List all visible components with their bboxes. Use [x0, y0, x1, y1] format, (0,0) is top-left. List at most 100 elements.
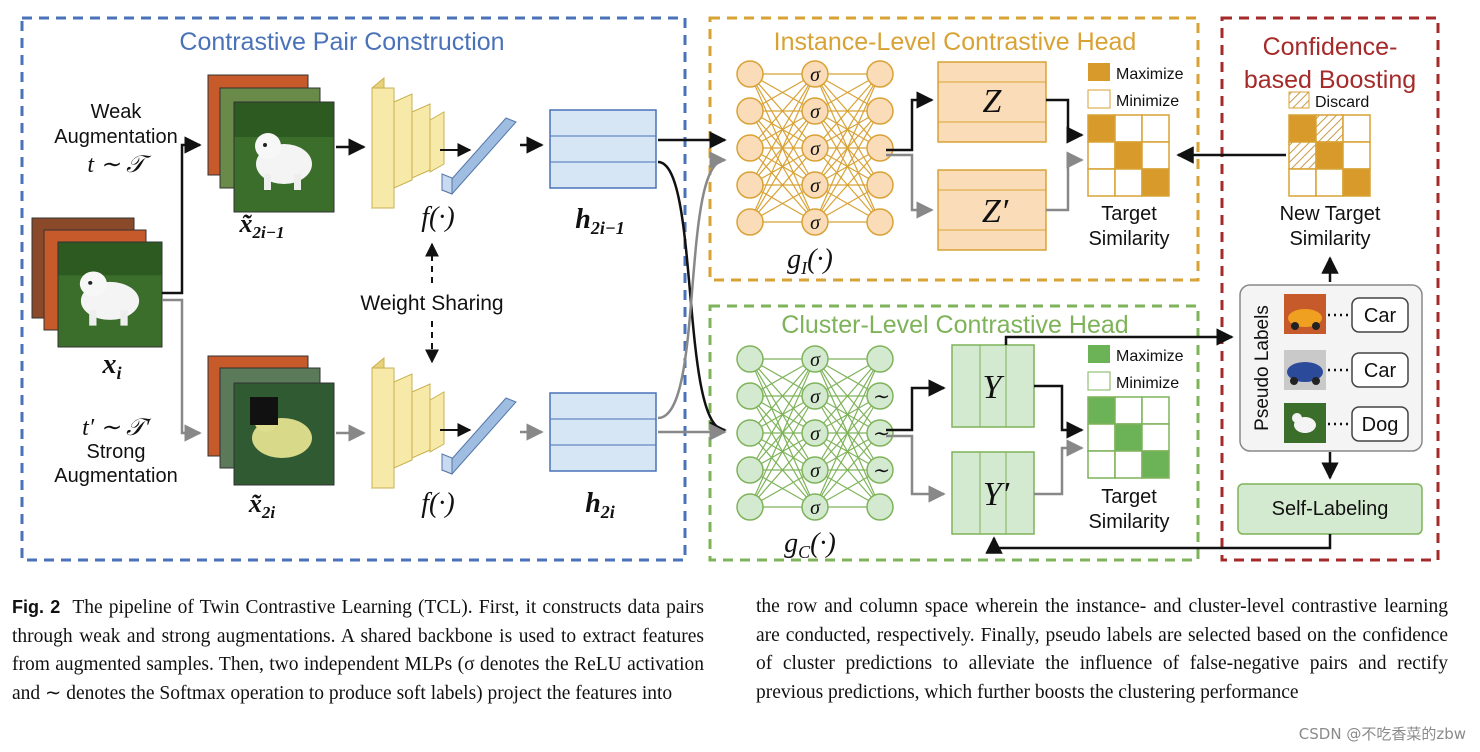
weak-aug-line2: Augmentation	[54, 126, 177, 148]
boosting-title-line1: Confidence-	[1263, 33, 1398, 61]
mlp-neuron-symbol: σ	[810, 423, 821, 445]
mlp-neuron	[801, 345, 829, 373]
mlp-neuron-symbol: σ	[810, 497, 821, 519]
similarity-cell	[1114, 114, 1143, 143]
zp-matrix	[937, 169, 1047, 251]
mlp-neuron	[736, 97, 764, 125]
weight-sharing-label: Weight Sharing	[360, 292, 503, 315]
mlp-neuron	[736, 382, 764, 410]
similarity-cell	[1315, 141, 1344, 170]
mlp-neuron	[736, 345, 764, 373]
caption-left: Fig. 2 The pipeline of Twin Contrastive …	[12, 593, 704, 708]
similarity-cell	[1114, 423, 1143, 452]
maximize-label-instance: Maximize	[1116, 66, 1184, 83]
z-matrix	[937, 61, 1047, 143]
similarity-cell	[1315, 168, 1344, 197]
f-top-label: f(·)	[421, 202, 454, 233]
mlp-neuron-symbol: σ	[810, 386, 821, 408]
feature-bar-top	[441, 117, 517, 195]
mlp-neuron	[866, 208, 894, 236]
f-bottom-label: f(·)	[421, 488, 454, 519]
mlp-neuron	[866, 134, 894, 162]
pseudo-label-box-3	[1351, 406, 1409, 442]
discard-label: Discard	[1315, 94, 1369, 111]
mlp-neuron	[801, 493, 829, 521]
mlp-neuron-symbol: σ	[810, 138, 821, 160]
cluster-target-line2: Similarity	[1088, 511, 1169, 533]
pseudo-label-3: Dog	[1362, 414, 1399, 436]
mlp-neuron	[736, 493, 764, 521]
caption-right-text: the row and column space wherein the ins…	[756, 596, 1448, 703]
maximize-swatch-orange	[1088, 63, 1110, 81]
mlp-neuron	[801, 171, 829, 199]
similarity-cell	[1087, 114, 1116, 143]
y-label: Y	[983, 369, 1005, 406]
mlp-neuron	[801, 97, 829, 125]
pseudo-label-box-2	[1351, 352, 1409, 388]
feature-box-bottom	[549, 392, 657, 472]
mlp-neuron	[801, 456, 829, 484]
mlp-neuron	[866, 97, 894, 125]
x2i-1-label: x̃2i−1	[238, 209, 284, 242]
similarity-cell	[1087, 423, 1116, 452]
mlp-neuron	[736, 208, 764, 236]
watermark: CSDN @不吃香菜的zbw	[1298, 725, 1466, 743]
car-thumbnail-2	[1284, 350, 1326, 390]
mlp-neuron	[866, 345, 894, 373]
caption-fig-label: Fig. 2	[12, 597, 61, 617]
similarity-cell	[1087, 396, 1116, 425]
h2i-1-label: h2i−1	[575, 204, 625, 238]
new-target-line1: New Target	[1280, 203, 1381, 225]
input-image-stack	[31, 217, 163, 348]
caption-right: the row and column space wherein the ins…	[756, 593, 1448, 707]
similarity-cell	[1315, 114, 1344, 143]
mlp-neuron	[801, 419, 829, 447]
strong-aug-line1: Strong	[87, 441, 146, 463]
mlp-neuron	[866, 171, 894, 199]
mlp-neuron	[736, 171, 764, 199]
strong-aug-line2: Augmentation	[54, 465, 177, 487]
tcl-pipeline-diagram: Contrastive Pair Construction Instance-L…	[20, 16, 1440, 562]
xi-label: xi	[101, 349, 121, 383]
y-matrix	[951, 344, 1035, 428]
mlp-neuron	[736, 419, 764, 447]
feature-box-top	[549, 109, 657, 189]
car-thumbnail-1	[1284, 294, 1326, 334]
strong-aug-formula: t′ ∼ 𝒯′	[82, 415, 152, 441]
mlp-neuron	[866, 456, 894, 484]
pair-construction-title: Contrastive Pair Construction	[179, 28, 504, 56]
h2i-label: h2i	[585, 488, 615, 522]
backbone-top	[371, 76, 445, 210]
similarity-cell	[1141, 450, 1170, 479]
instance-head-title: Instance-Level Contrastive Head	[774, 28, 1137, 56]
mlp-neuron	[866, 382, 894, 410]
x2i-label: x̃2i	[248, 489, 276, 522]
boosting-title-line2: based Boosting	[1244, 66, 1416, 94]
instance-head-section	[708, 16, 1200, 282]
discard-swatch	[1288, 91, 1310, 109]
cluster-head-title: Cluster-Level Contrastive Head	[781, 311, 1128, 339]
similarity-cell	[1114, 450, 1143, 479]
similarity-cell	[1342, 168, 1371, 197]
weak-aug-line1: Weak	[91, 101, 143, 123]
similarity-cell	[1342, 114, 1371, 143]
instance-target-similarity-grid	[1087, 114, 1170, 197]
yp-matrix	[951, 451, 1035, 535]
similarity-cell	[1087, 141, 1116, 170]
dog-thumbnail	[1284, 403, 1326, 443]
zp-label: Z′	[982, 193, 1009, 230]
mlp-neuron-symbol: ∼	[872, 423, 889, 445]
pseudo-label-2: Car	[1364, 360, 1397, 382]
minimize-label-cluster: Minimize	[1116, 375, 1179, 392]
similarity-cell	[1114, 168, 1143, 197]
mlp-neuron-symbol: ∼	[872, 386, 889, 408]
similarity-cell	[1141, 423, 1170, 452]
yp-label: Y′	[983, 476, 1010, 513]
mlp-neuron	[801, 134, 829, 162]
similarity-cell	[1114, 396, 1143, 425]
similarity-cell	[1342, 141, 1371, 170]
self-labeling-label: Self-Labeling	[1272, 498, 1389, 520]
backbone-bottom	[371, 356, 445, 490]
pseudo-label-1: Car	[1364, 305, 1397, 327]
